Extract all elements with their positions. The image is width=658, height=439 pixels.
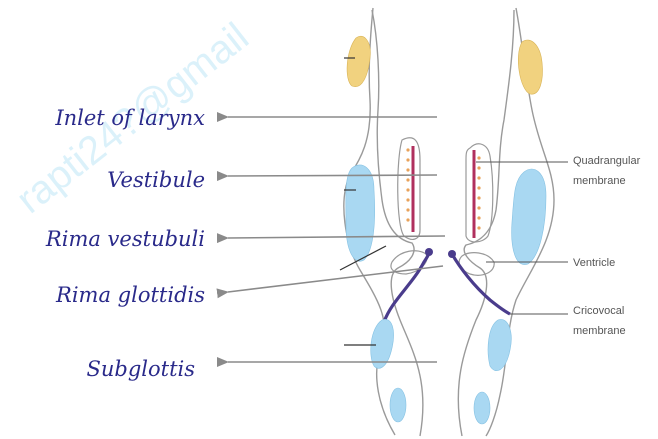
cricoid-cartilage-left: [371, 319, 394, 368]
label-cricovocal-line1: Cricovocal: [573, 305, 624, 317]
quadrangular-dots-left: [406, 148, 409, 221]
epiglottis-left: [347, 36, 370, 86]
vestibular-fold-left: [398, 138, 420, 240]
vocal-ligament-right: [448, 250, 456, 258]
label-vestibule: Vestibule: [107, 168, 205, 192]
label-cricovocal-line2: membrane: [573, 325, 626, 337]
left-inner-contour: [372, 10, 423, 436]
epiglottis-right: [518, 40, 542, 94]
arrow-rima-glottidis: [228, 266, 443, 292]
label-ventricle: Ventricle: [573, 257, 615, 269]
label-quadrangular-line1: Quadrangular: [573, 155, 641, 167]
vocal-ligament-left: [425, 248, 433, 256]
arrow-rima-vestibuli: [228, 236, 445, 238]
label-rima-glottidis: Rima glottidis: [55, 283, 205, 307]
label-quadrangular-line2: membrane: [573, 175, 626, 187]
quadrangular-dots-right: [477, 156, 480, 229]
tracheal-ring-right: [474, 392, 490, 424]
thyroid-cartilage-left: [346, 165, 375, 261]
cricovocal-membrane-right: [452, 254, 510, 314]
thyroid-cartilage-right: [512, 169, 546, 265]
cricoid-cartilage-right: [488, 319, 511, 370]
label-subglottis: Subglottis: [86, 357, 195, 381]
arrow-vestibule: [228, 175, 437, 176]
label-inlet-of-larynx: Inlet of larynx: [54, 106, 205, 130]
tracheal-ring-left: [390, 388, 406, 422]
label-rima-vestibuli: Rima vestubuli: [45, 227, 205, 251]
right-inner-contour: [458, 10, 514, 436]
